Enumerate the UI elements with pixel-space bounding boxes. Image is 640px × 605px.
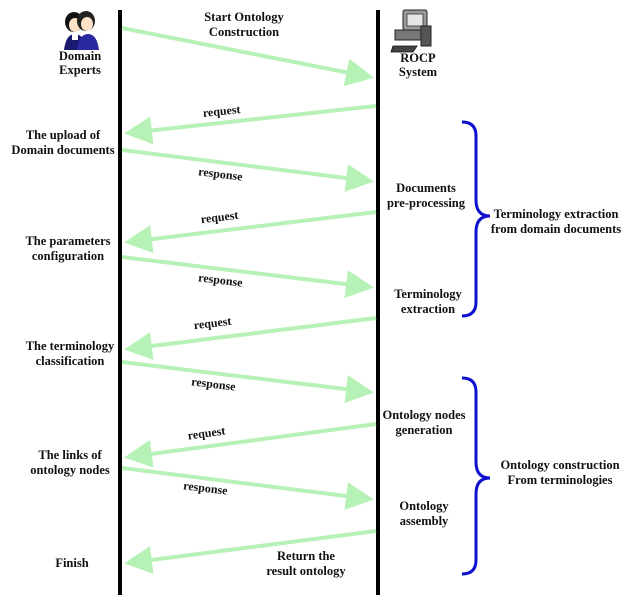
group-label: Ontology construction: [500, 458, 619, 472]
response-label: response: [191, 374, 237, 393]
request-arrow: [124, 210, 377, 254]
rocp-system-label: System: [399, 65, 438, 79]
left-step-label: configuration: [32, 249, 104, 263]
left-step-label: The links of: [38, 448, 102, 462]
response-arrow: [121, 148, 374, 192]
group-label: From terminologies: [508, 473, 613, 487]
right-step-label: Ontology nodes: [382, 408, 465, 422]
left-step-label: classification: [36, 354, 105, 368]
group-brace-ontology: [461, 376, 491, 576]
group-label: Terminology extraction: [494, 207, 619, 221]
left-step-label: The parameters: [25, 234, 110, 248]
request-label: request: [193, 314, 232, 333]
group-label: from domain documents: [491, 222, 621, 236]
request-label: request: [200, 208, 239, 227]
right-step-label: Ontology: [399, 499, 449, 513]
right-step-label: generation: [396, 423, 453, 437]
response-label: response: [198, 270, 244, 289]
left-step-label: The upload of: [26, 128, 101, 142]
request-label: request: [202, 102, 241, 120]
response-arrow: [121, 466, 374, 510]
request-arrow: [124, 104, 377, 145]
response-arrow: [121, 360, 374, 404]
start-arrow: [121, 26, 374, 87]
rocp-system-label: ROCP: [400, 51, 436, 65]
left-step-label: ontology nodes: [30, 463, 110, 477]
return-label: Return the: [277, 549, 335, 563]
finish-label: Finish: [55, 556, 88, 570]
left-step-label: Domain documents: [11, 143, 114, 157]
response-label: response: [183, 478, 229, 497]
response-arrow: [121, 255, 374, 299]
right-step-label: Documents: [396, 181, 456, 195]
response-label: response: [198, 164, 244, 183]
group-brace-terminology: [461, 120, 491, 318]
right-step-label: Terminology: [394, 287, 462, 301]
request-arrow: [124, 422, 377, 468]
right-step-label: pre-processing: [387, 196, 466, 210]
domain-experts-label: Experts: [59, 63, 101, 77]
start-title: Construction: [209, 25, 279, 39]
people-icon: [64, 11, 99, 50]
return-label: result ontology: [266, 564, 346, 578]
right-step-label: extraction: [401, 302, 455, 316]
start-title: Start Ontology: [204, 10, 284, 24]
right-step-label: assembly: [400, 514, 449, 528]
request-label: request: [187, 423, 226, 442]
return-arrow: [124, 529, 377, 574]
request-arrow: [124, 316, 377, 360]
computer-icon: [390, 9, 432, 53]
left-step-label: The terminology: [26, 339, 115, 353]
domain-experts-label: Domain: [59, 49, 101, 63]
